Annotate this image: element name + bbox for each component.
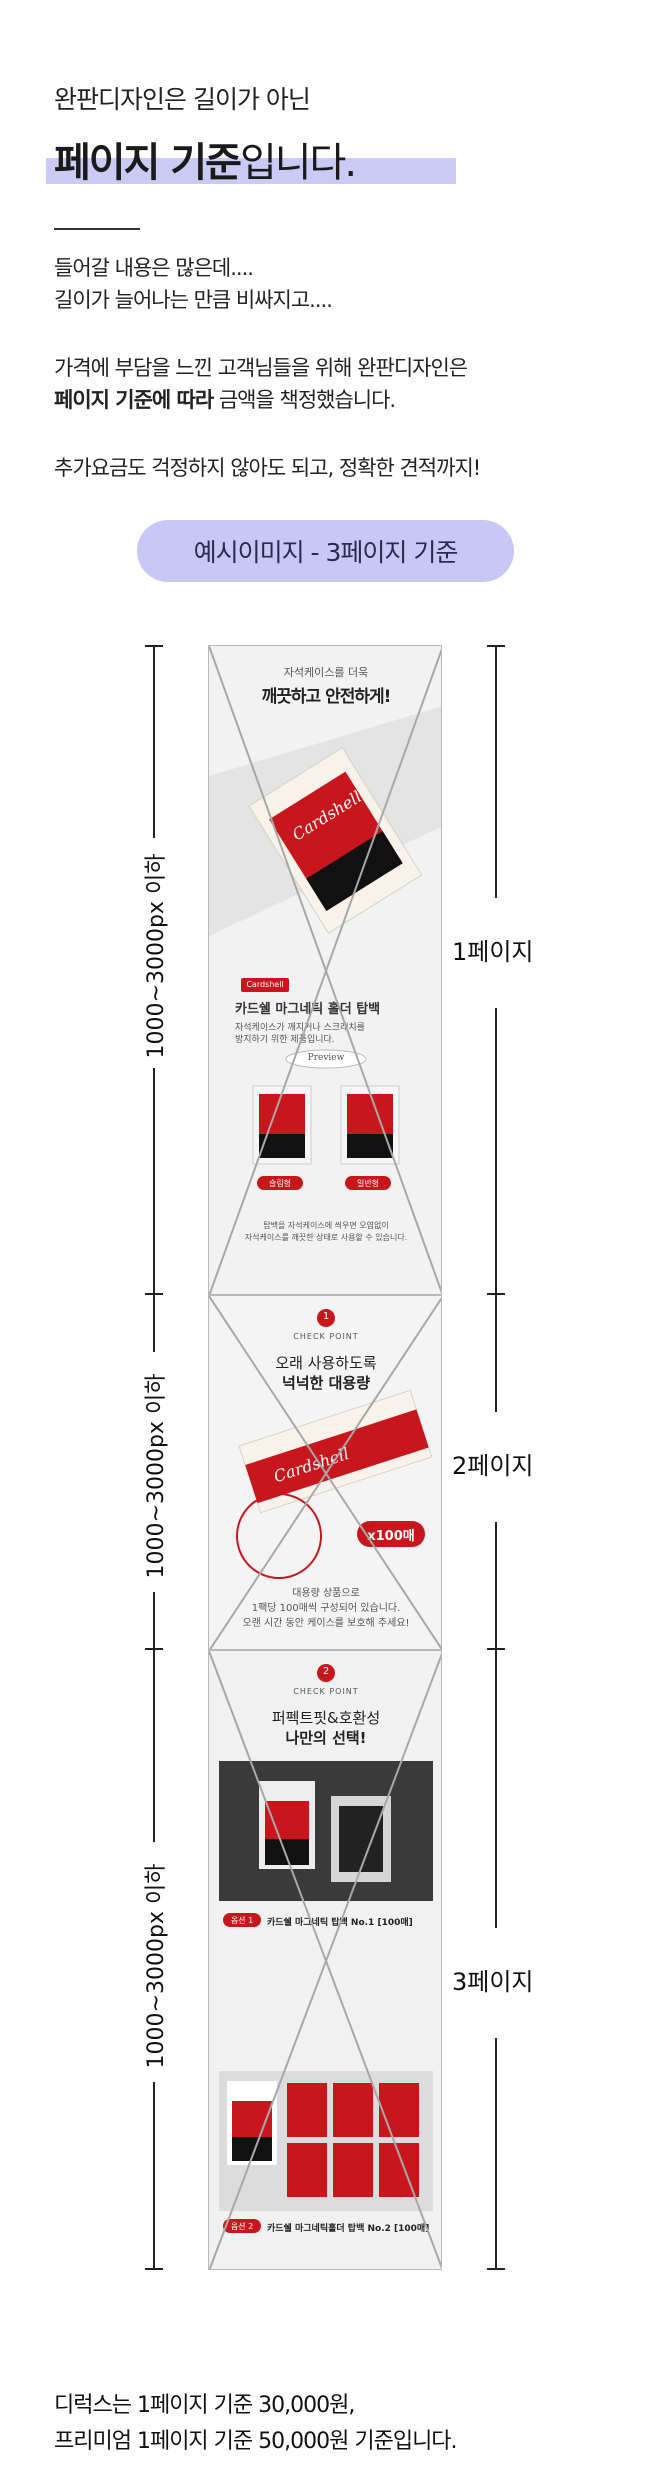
title-highlight — [46, 158, 456, 184]
panel3-opt1-title: 카드쉘 마그네틱 탑백 No.1 [100매] — [267, 1918, 413, 1928]
pricing-line-1: 디럭스는 1페이지 기준 30,000원, — [54, 2393, 355, 2418]
panel1-top-small: 자석케이스를 더욱 — [283, 666, 369, 679]
panel2-foot-2: 1팩당 100매씩 구성되어 있습니다. — [251, 1603, 401, 1614]
panel3-line1: 퍼펙트핏&호환성 — [271, 1709, 381, 1727]
right-label-1: 1페이지 — [452, 938, 534, 966]
paragraph-2: 가격에 부담을 느낀 고객님들을 위해 완판디자인은 페이지 기준에 따라 금액… — [54, 356, 468, 412]
panel1-preview: Preview — [307, 1053, 345, 1063]
panel1-foot-2: 자석케이스를 깨끗한 상태로 사용할 수 있습니다. — [244, 1233, 408, 1242]
paragraph-3: 추가요금도 걱정하지 않아도 되고, 정확한 견적까지! — [54, 456, 481, 480]
example-page-2: Cardshell 1 CHECK POINT 오래 사용하도록 넉넉한 대용량… — [208, 1295, 442, 1650]
example-page-3: 2 CHECK POINT 퍼펙트핏&호환성 나만의 선택! 옵션 1 카드쉘 … — [208, 1650, 442, 2270]
panel1-brand-tag: Cardshell — [246, 980, 284, 989]
panel3-opt1-tag: 옵션 1 — [230, 1916, 254, 1925]
intro-subtitle: 완판디자인은 길이가 아닌 — [54, 85, 311, 114]
left-label-2: 1000~3000px 이하 — [144, 1373, 169, 1579]
panel1-desc-2: 방지하기 위한 제품입니다. — [235, 1035, 335, 1045]
panel2-line2: 넉넉한 대용량 — [281, 1374, 371, 1392]
panel2-check-no: 1 — [322, 1311, 330, 1322]
left-label-1: 1000~3000px 이하 — [144, 853, 169, 1059]
panel3-opt2-title: 카드쉘 마그네틱홀더 탑백 No.2 [100매] — [267, 2224, 430, 2234]
panel1-product-a: 슬림형 — [268, 1179, 292, 1188]
title-bold: 페이지 기준 — [54, 140, 242, 186]
panel1-foot-1: 탑백을 자석케이스에 씌우면 오염없이 — [263, 1221, 389, 1230]
panel2-badge: x100매 — [367, 1529, 415, 1544]
example-pill: 예시이미지 - 3페이지 기준 — [137, 520, 514, 582]
panel3-check-no: 2 — [322, 1666, 330, 1677]
example-page-1: Cardshell 자석케이스를 더욱 깨끗하고 안전하게! Cardshell… — [208, 645, 442, 1295]
left-label-3: 1000~3000px 이하 — [144, 1863, 169, 2069]
panel1-background: Cardshell — [209, 706, 441, 1190]
right-label-2: 2페이지 — [452, 1452, 534, 1480]
panel2-line1: 오래 사용하도록 — [275, 1354, 377, 1372]
intro-title: 페이지 기준입니다. — [46, 130, 456, 190]
panel2-foot-1: 대용량 상품으로 — [292, 1588, 360, 1599]
title-rest: 입니다. — [239, 140, 357, 186]
panel1-product-b: 일반형 — [356, 1179, 380, 1188]
pricing-line-2: 프리미엄 1페이지 기준 50,000원 기준입니다. — [54, 2429, 458, 2454]
right-label-3: 3페이지 — [452, 1968, 534, 1996]
panel2-check-label: CHECK POINT — [293, 1332, 359, 1341]
intro-divider — [54, 228, 140, 230]
panel3-check-label: CHECK POINT — [293, 1687, 359, 1696]
paragraph-1: 들어갈 내용은 많은데.... 길이가 늘어나는 만큼 비싸지고.... — [54, 256, 333, 312]
panel3-line2: 나만의 선택! — [285, 1729, 367, 1747]
panel1-top-bold: 깨끗하고 안전하게! — [261, 687, 392, 707]
panel1-product-title: 카드쉘 마그네틱 홀더 탑백 — [235, 1002, 381, 1017]
panel3-opt2-tag: 옵션 2 — [230, 2222, 254, 2231]
panel2-foot-3: 오랜 시간 동안 케이스를 보호해 주세요! — [242, 1618, 410, 1629]
